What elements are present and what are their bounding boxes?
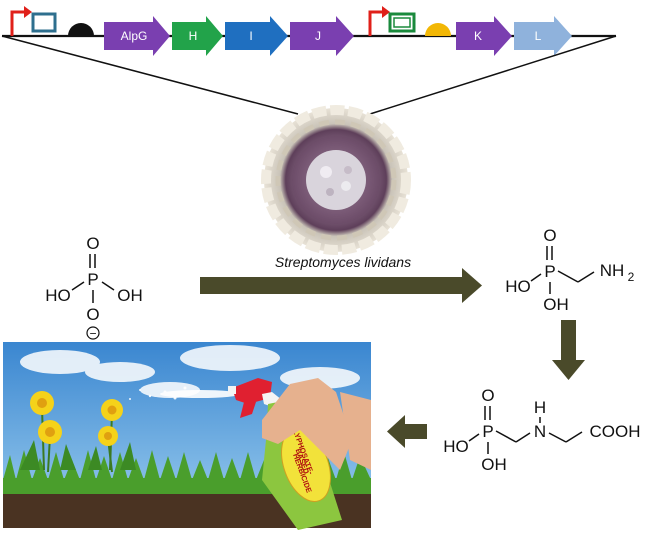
ampa-ho: HO (505, 277, 531, 296)
phosphite-charge: − (89, 327, 96, 341)
rbs-2-inner (393, 17, 411, 28)
terminator-2-icon (425, 23, 451, 36)
down-arrow (552, 320, 585, 380)
gly-h: H (534, 398, 546, 417)
organism-name: Streptomyces lividans (275, 254, 411, 270)
gly-cooh: COOH (590, 422, 641, 441)
gly-o: O (481, 386, 494, 405)
zoom-line-right (369, 35, 617, 115)
gene-l: L (514, 16, 572, 56)
zoom-line-left (1, 35, 299, 115)
ampa-o: O (543, 226, 556, 245)
gly-oh: OH (481, 455, 507, 474)
phosphite-structure: O P HO OH O − (45, 234, 143, 341)
gene-label-alpg: AlpG (121, 29, 148, 43)
gene-label-h: H (189, 29, 198, 43)
gene-cluster: AlpG H I J K L (2, 6, 616, 56)
rbs-1-icon (31, 12, 57, 33)
herbicide-photo: GLYPHOSATE- BASED HERBICIDE (3, 342, 371, 530)
spray-mist (129, 386, 240, 400)
dandelions (20, 391, 136, 473)
clouds (20, 345, 360, 398)
phosphite-ho: HO (45, 286, 71, 305)
negative-charge-icon (86, 326, 100, 340)
gly-n: N (534, 422, 546, 441)
phosphite-oh: OH (117, 286, 143, 305)
conversion-arrow (200, 268, 482, 303)
promoter-2-arrowhead (382, 6, 390, 18)
ampa-p: P (544, 262, 555, 281)
terminator-1-icon (68, 23, 94, 36)
gly-ho: HO (443, 437, 469, 456)
gene-label-l: L (535, 29, 542, 43)
gene-alpg: AlpG (104, 16, 170, 56)
promoter-2-icon (368, 10, 384, 36)
gene-label-j: J (315, 29, 321, 43)
hand (262, 378, 371, 470)
phosphite-o-bottom: O (86, 305, 99, 324)
phosphite-p: P (87, 270, 98, 289)
gly-p: P (482, 422, 493, 441)
ampa-subscript: 2 (628, 270, 635, 284)
phosphite-o-top: O (86, 234, 99, 253)
promoter-1-icon (10, 10, 26, 36)
glyphosate-structure: O P HO OH H N COOH (443, 386, 640, 474)
left-arrow (387, 415, 427, 448)
gene-j: J (290, 16, 354, 56)
streptomyces-colony (261, 105, 411, 255)
ampa-oh: OH (543, 295, 569, 314)
aminomethylphosphonic-acid-structure: O P HO OH NH 2 (505, 226, 634, 314)
gene-label-k: K (474, 29, 482, 43)
gene-h: H (172, 16, 223, 56)
promoter-1-arrowhead (24, 6, 32, 18)
gene-k: K (456, 16, 512, 56)
ampa-nh: NH (600, 261, 625, 280)
gene-label-i: I (249, 29, 252, 43)
gene-i: I (225, 16, 288, 56)
